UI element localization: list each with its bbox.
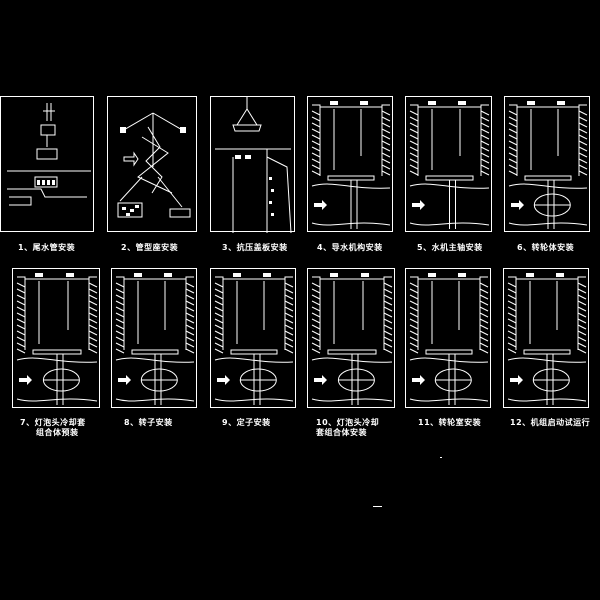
stray-dot: [440, 457, 442, 458]
panel-step-11: [405, 268, 491, 408]
caption-step-4: 4、导水机构安装: [317, 243, 383, 252]
caption-step-10: 10、灯泡头冷却 套组合体安装: [316, 418, 379, 438]
panel-step-4: [307, 96, 393, 232]
caption-step-10-line1: 10、灯泡头冷却: [316, 418, 380, 427]
caption-step-7-line2: 组合体预装: [36, 428, 79, 437]
cross-section-drawing: [214, 273, 294, 405]
caption-step-11: 11、转轮室安装: [418, 418, 482, 427]
cross-section-drawing: [311, 101, 391, 229]
cross-section-drawing: [409, 273, 489, 405]
cross-section-drawing: [115, 273, 195, 405]
caption-step-3: 3、抗压盖板安装: [222, 243, 288, 252]
panel-step-12: [503, 268, 589, 408]
panel-step-3: [210, 96, 295, 233]
cross-section-drawing: [508, 101, 588, 229]
panel-step-7: [12, 268, 100, 408]
panel-step-9: [210, 268, 296, 408]
caption-step-2: 2、管型座安装: [121, 243, 179, 252]
caption-step-5: 5、水机主轴安装: [417, 243, 483, 252]
caption-step-7-line1: 7、灯泡头冷却套: [20, 418, 86, 427]
caption-step-8: 8、转子安装: [124, 418, 173, 427]
cover-plate-drawing: [215, 97, 292, 233]
cross-section-drawing: [311, 273, 393, 405]
panel-step-1: [0, 96, 94, 232]
caption-step-6: 6、转轮体安装: [517, 243, 575, 252]
panel-step-10: [307, 268, 395, 408]
caption-step-9: 9、定子安装: [222, 418, 271, 427]
cross-section-drawing: [507, 273, 587, 405]
caption-step-10-line2: 套组合体安装: [316, 428, 367, 437]
caption-step-1: 1、尾水管安装: [18, 243, 76, 252]
caption-step-7: 7、灯泡头冷却套 组合体预装: [20, 418, 86, 438]
stray-dash: [373, 506, 382, 507]
panel-step-6: [504, 96, 590, 232]
panel-step-5: [405, 96, 492, 232]
cross-section-drawing: [16, 273, 98, 405]
caption-step-12: 12、机组启动试运行: [510, 418, 591, 427]
cross-section-drawing: [409, 101, 490, 229]
panel-step-2: [107, 96, 197, 232]
pipe-seat-drawing: [117, 112, 191, 218]
panel-step-8: [111, 268, 197, 408]
draft-tube-drawing: [7, 103, 91, 206]
